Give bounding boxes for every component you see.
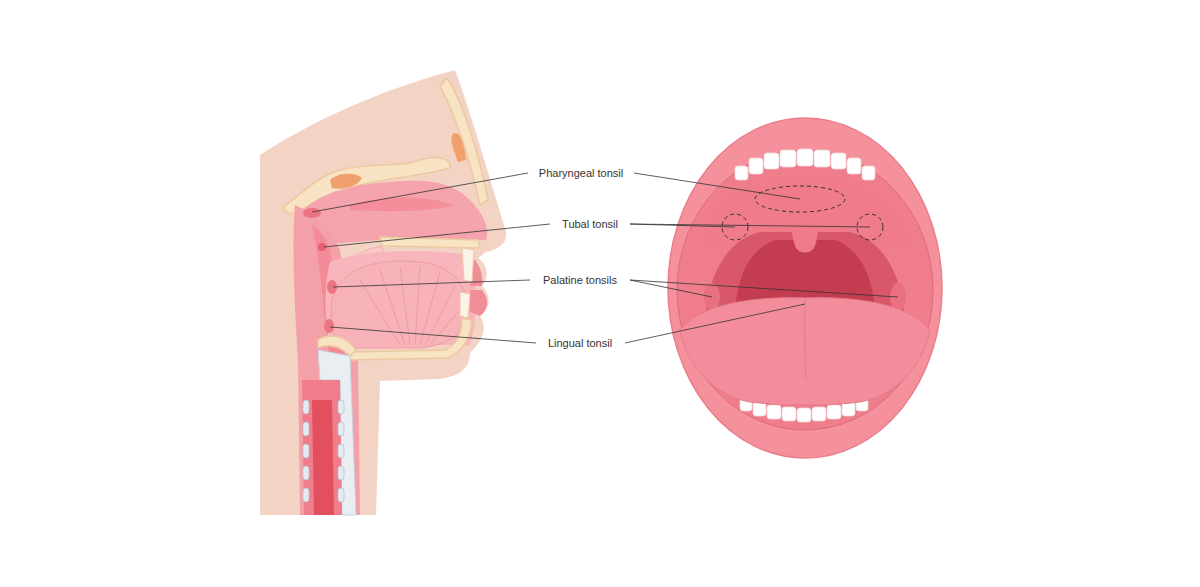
cartilage-ring [303, 488, 309, 502]
cartilage-ring [303, 444, 309, 458]
tooth [753, 402, 766, 416]
mouth-opening [677, 150, 933, 430]
tooth [814, 150, 830, 167]
tooth [749, 158, 763, 174]
frontal-sinus [451, 133, 466, 162]
leader-line [634, 173, 800, 199]
trachea-rings [303, 400, 344, 502]
part-label: Tubal tonsil [560, 218, 620, 231]
tooth [764, 153, 779, 169]
cartilage-ring [303, 466, 309, 480]
leader-line [312, 173, 528, 212]
lower-lip [470, 290, 487, 316]
tongue [331, 261, 468, 348]
leader-line [324, 224, 550, 247]
cartilage-ring [338, 422, 344, 436]
tooth [735, 166, 748, 180]
pharynx-wall [294, 205, 360, 515]
muscle-line [380, 270, 405, 345]
head-skin [260, 70, 506, 515]
cartilage-ring [338, 444, 344, 458]
tooth [831, 153, 846, 169]
tooth [797, 149, 813, 166]
tongue-groove [805, 300, 806, 380]
tooth [782, 407, 796, 421]
head-section [260, 70, 506, 515]
nasal-turbinate [350, 197, 455, 211]
trachea [302, 380, 342, 515]
leader-lines [312, 173, 898, 343]
mandible [350, 318, 472, 360]
lingual-tonsil-mark [324, 319, 334, 333]
part-label: Palatine tonsils [541, 274, 619, 287]
hard-palate [380, 237, 480, 248]
open-mouth [668, 118, 942, 458]
leader-line [630, 280, 898, 297]
cartilage-ring [338, 488, 344, 502]
cartilage-ring [338, 466, 344, 480]
trachea-inner [312, 400, 334, 515]
tooth [827, 405, 841, 419]
upper-teeth [462, 248, 474, 282]
leader-line [333, 280, 530, 287]
part-label: Lingual tonsil [546, 337, 614, 350]
mouth-tongue [680, 298, 930, 405]
tooth [847, 158, 861, 174]
lips [668, 118, 942, 458]
tooth [862, 166, 875, 180]
leader-line [330, 327, 536, 343]
uvula [790, 214, 820, 253]
pharyngeal-tonsil-mark [303, 208, 321, 218]
part-label: Pharyngeal tonsil [537, 167, 625, 180]
leader-line [625, 304, 805, 343]
tooth [797, 408, 811, 422]
lower-teeth [460, 292, 470, 318]
cartilage-ring [338, 400, 344, 414]
cartilage-ring [303, 400, 309, 414]
tooth [812, 407, 826, 421]
tooth [780, 150, 796, 167]
muscle-line [415, 266, 420, 345]
leader-line [630, 224, 870, 227]
tooth [767, 405, 781, 419]
cartilage-ring [303, 422, 309, 436]
